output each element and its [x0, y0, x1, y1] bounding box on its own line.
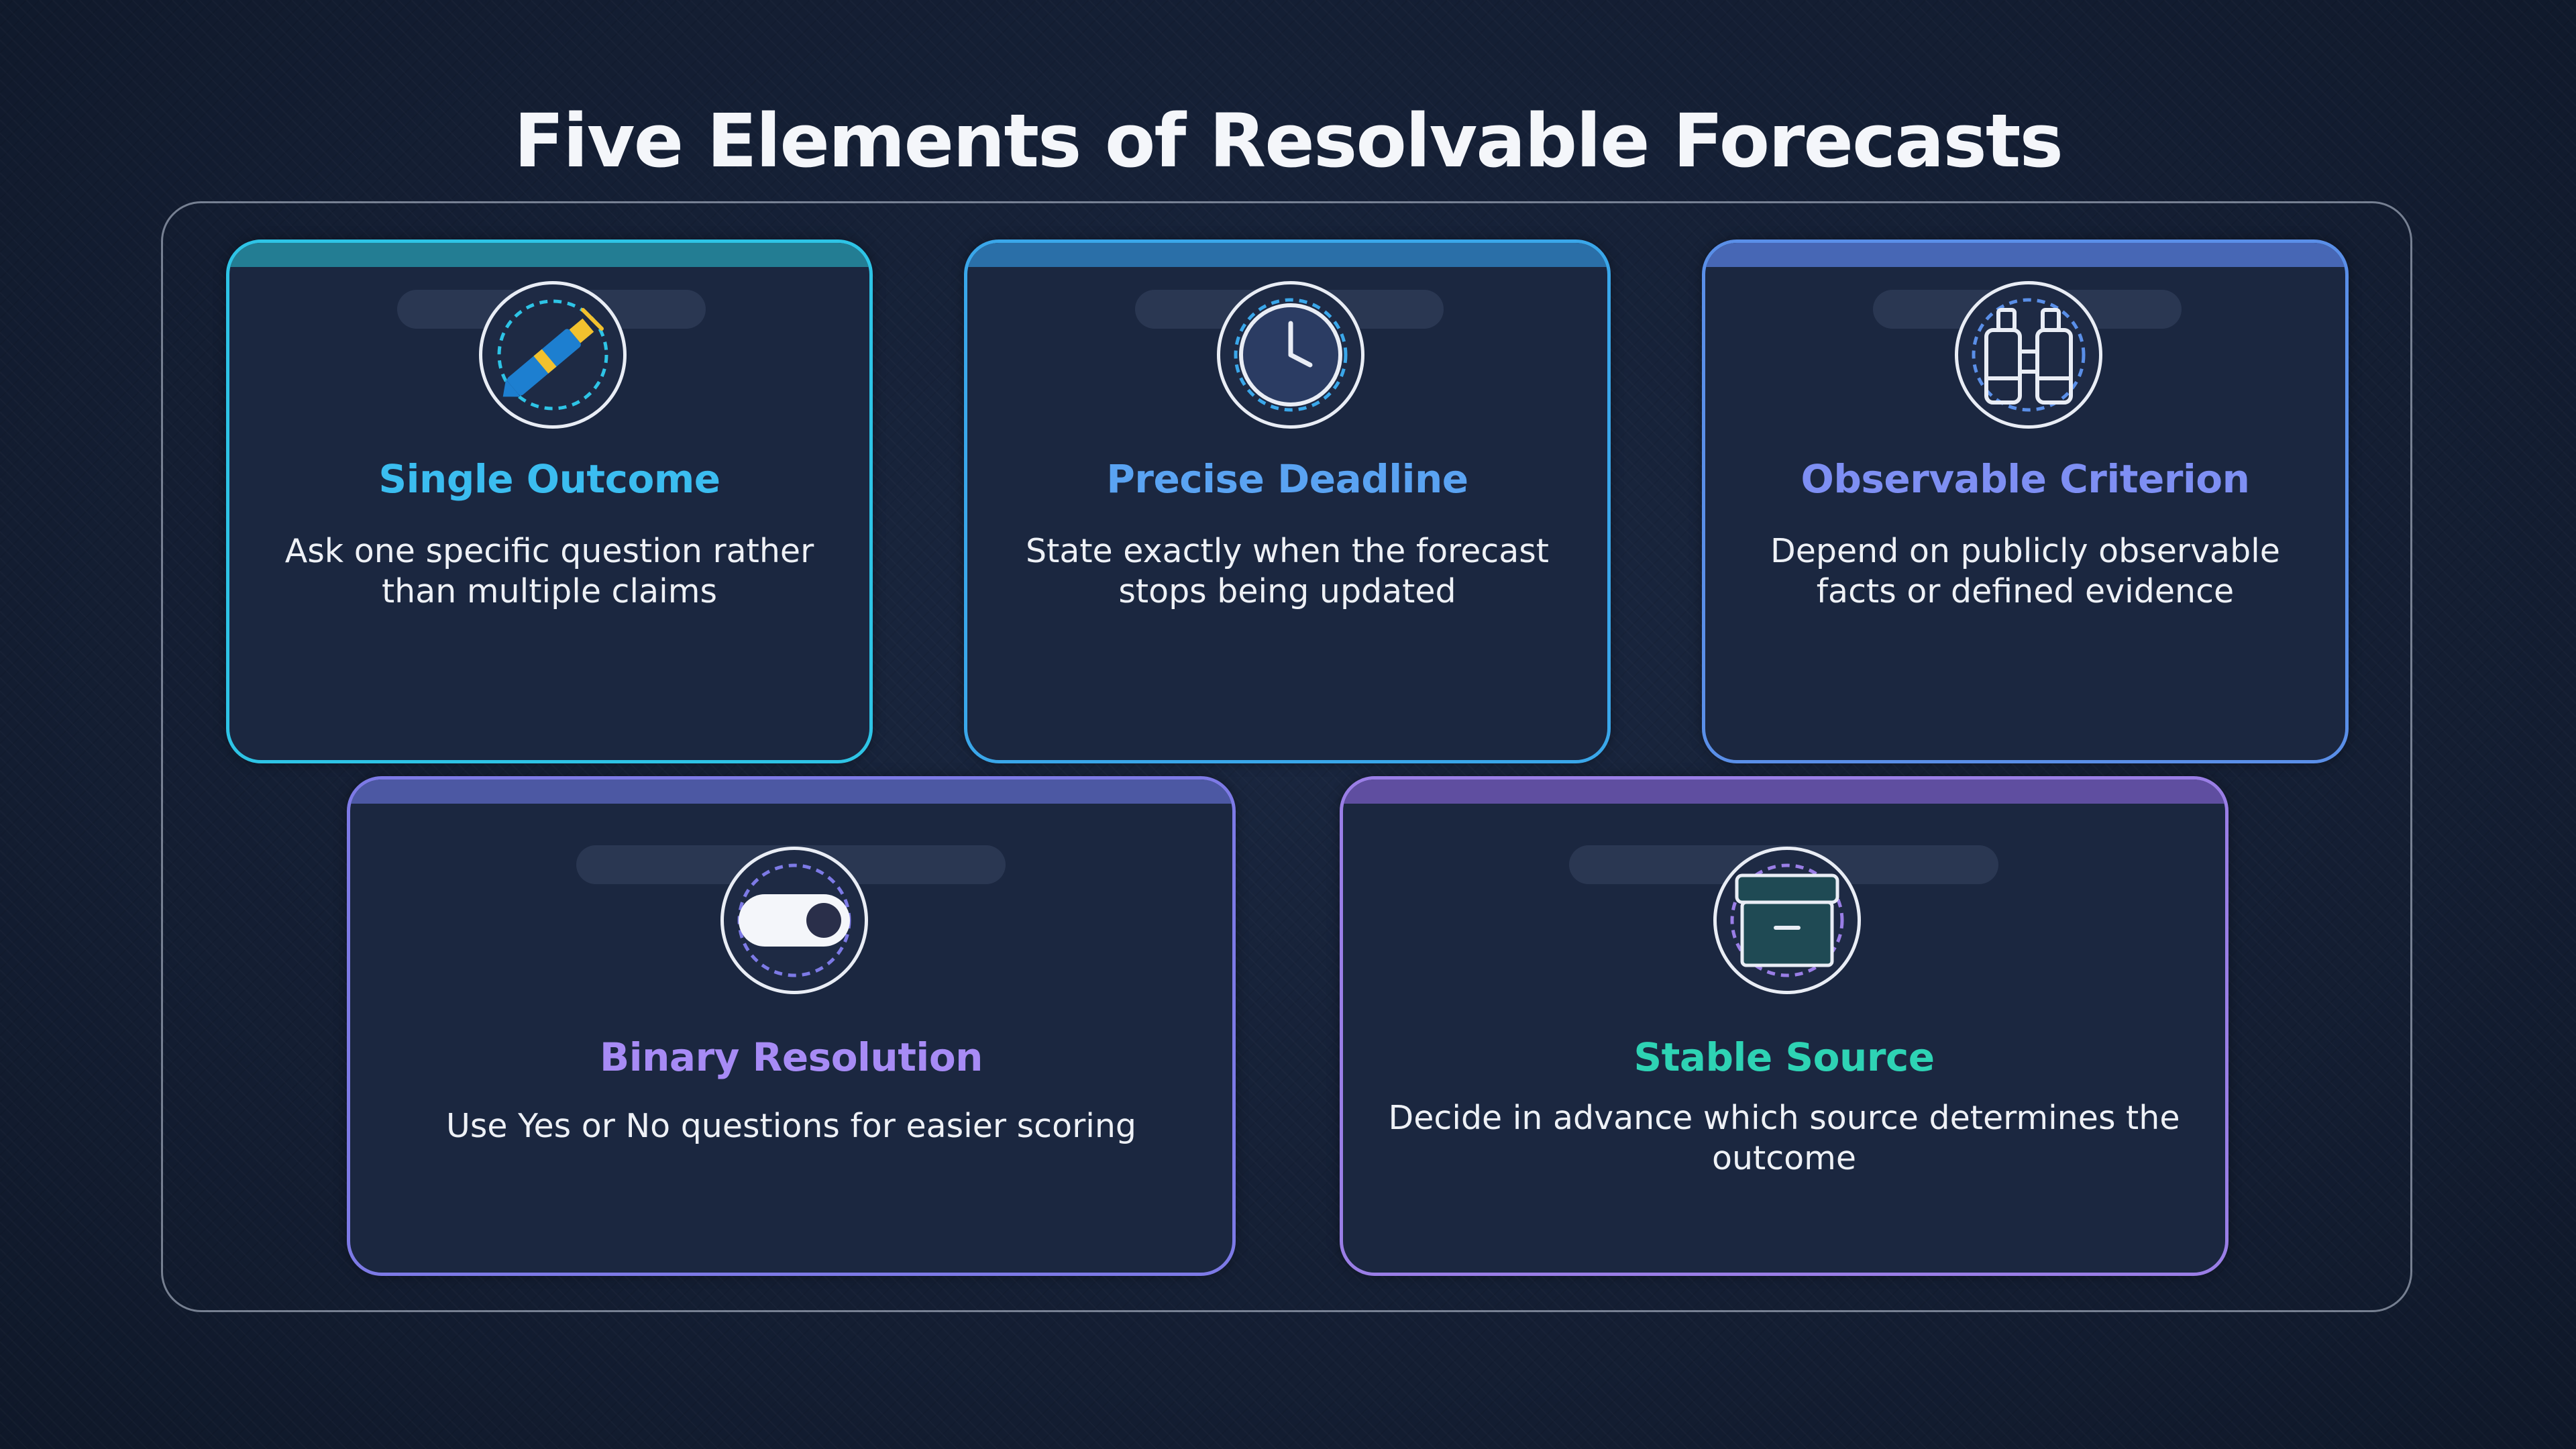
- card-description: State exactly when the forecast stops be…: [1026, 532, 1549, 610]
- card-top-bar: [229, 243, 869, 267]
- clock-icon: [1234, 298, 1348, 412]
- card-heading: Stable Source: [1633, 1034, 1935, 1080]
- binoculars-icon: [1972, 298, 2086, 412]
- toggle-icon: [737, 863, 851, 977]
- card-description: Depend on publicly observable facts or d…: [1770, 532, 2280, 610]
- card-top-bar: [967, 243, 1607, 267]
- card-top-bar: [350, 780, 1232, 804]
- icon-badge: [479, 281, 627, 429]
- icon-badge: [1217, 281, 1364, 429]
- icon-badge: [1713, 847, 1861, 994]
- card-precise-deadline: Precise Deadline State exactly when the …: [964, 239, 1611, 763]
- page-title: Five Elements of Resolvable Forecasts: [514, 98, 2063, 184]
- card-single-outcome: Single Outcome Ask one specific question…: [226, 239, 873, 763]
- card-binary-resolution: Binary Resolution Use Yes or No question…: [347, 776, 1236, 1276]
- card-heading: Binary Resolution: [600, 1034, 983, 1080]
- card-top-bar: [1705, 243, 2345, 267]
- card-description: Ask one specific question rather than mu…: [284, 532, 814, 610]
- card-description: Use Yes or No questions for easier scori…: [446, 1107, 1136, 1145]
- card-heading: Precise Deadline: [1106, 456, 1468, 502]
- card-heading: Single Outcome: [378, 456, 720, 502]
- cards-frame: [161, 201, 2412, 1312]
- archive-box-icon: [1730, 863, 1844, 977]
- card-observable-criterion: Observable Criterion Depend on publicly …: [1702, 239, 2349, 763]
- card-heading: Observable Criterion: [1801, 456, 2250, 502]
- card-description: Decide in advance which source determine…: [1388, 1099, 2180, 1177]
- pen-icon: [497, 299, 608, 411]
- card-stable-source: Stable Source Decide in advance which so…: [1340, 776, 2229, 1276]
- icon-badge: [1955, 281, 2102, 429]
- card-top-bar: [1343, 780, 2225, 804]
- icon-badge: [720, 847, 868, 994]
